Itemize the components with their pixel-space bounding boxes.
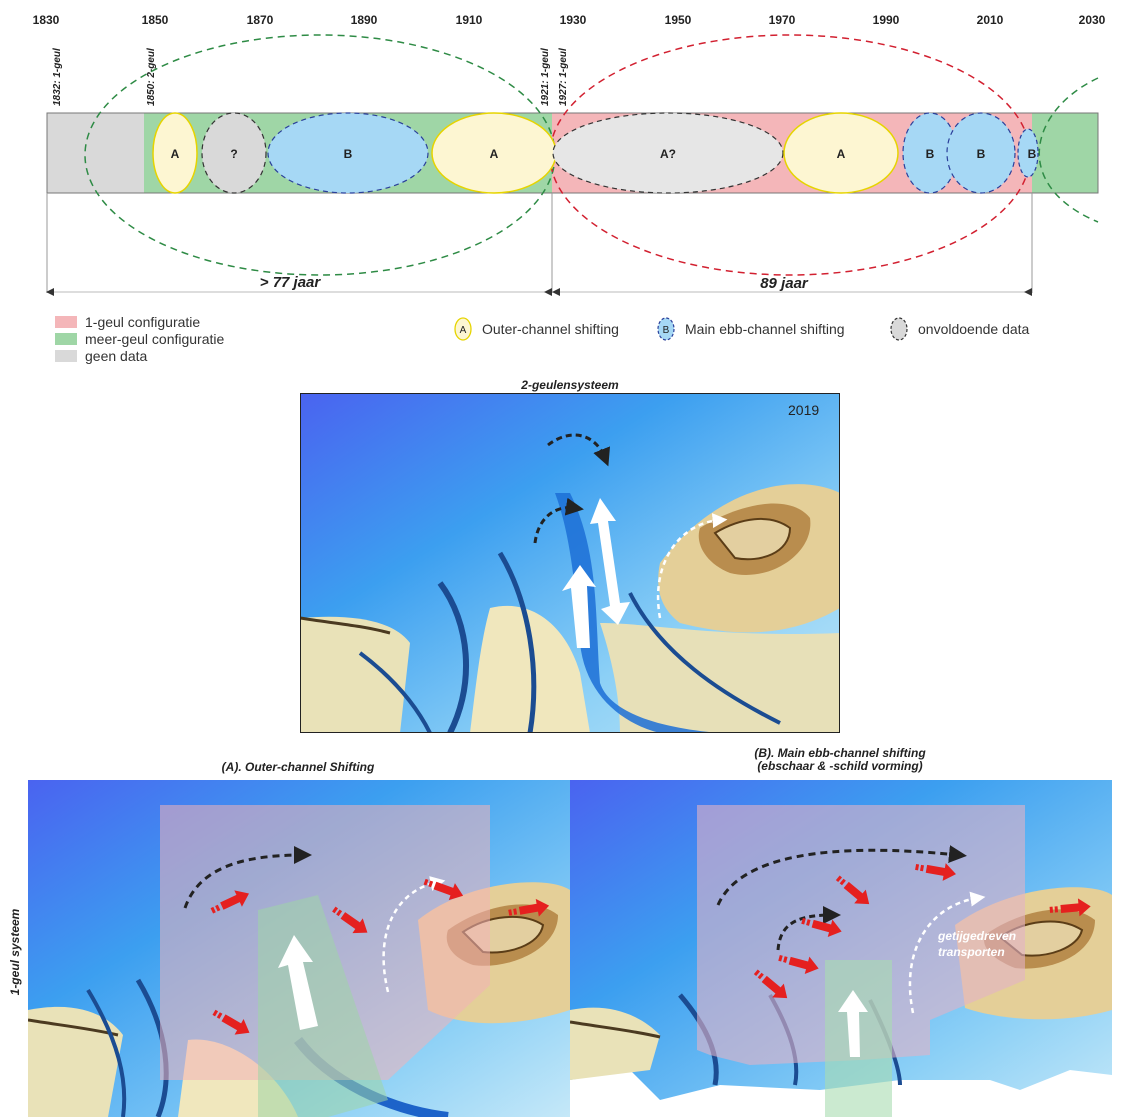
year-label: 1970 [769, 13, 796, 27]
timeline-diagram: 1830 1850 1870 1890 1910 1930 1950 1970 … [0, 0, 1121, 310]
year-label: 1930 [560, 13, 587, 27]
ellipse-label: B [1028, 147, 1037, 161]
legend-single-channel: 1-geul configuratie [55, 314, 200, 330]
year-label: 2010 [977, 13, 1004, 27]
ellipse-label: A [837, 147, 846, 161]
year-label: 1830 [33, 13, 60, 27]
legend-symbol: A [460, 325, 467, 336]
legend-label: onvoldoende data [918, 321, 1029, 337]
ellipse-label: A [171, 147, 180, 161]
two-channel-title: 2-geulensysteem [300, 378, 840, 392]
legend-swatch [55, 350, 77, 362]
span-label-left: > 77 jaar [260, 274, 322, 291]
legend-symbol: B [663, 325, 670, 336]
legend-insufficient: onvoldoende data [888, 316, 1029, 342]
year-label: 1910 [456, 13, 483, 27]
legend-label: geen data [85, 348, 147, 364]
panel-a-title: (A). Outer-channel Shifting [28, 760, 568, 774]
bar-no-data [47, 113, 144, 193]
ellipse-label: A? [660, 147, 676, 161]
side-label: 1-geul systeem [8, 907, 22, 997]
event-label-1927: 1927: 1-geul [558, 48, 569, 106]
legend-main-shift: B Main ebb-channel shifting [655, 316, 845, 342]
year-label: 1870 [247, 13, 274, 27]
panel-b-map: getijgedreven transporten [570, 780, 1112, 1117]
year-axis: 1830 1850 1870 1890 1910 1930 1950 1970 … [33, 13, 1106, 27]
span-label-right: 89 jaar [760, 275, 809, 292]
event-label-1832: 1832: 1-geul [52, 48, 63, 106]
year-label: 1950 [665, 13, 692, 27]
ellipse-label: A [490, 147, 499, 161]
year-label: 1990 [873, 13, 900, 27]
ellipse-label: B [344, 147, 353, 161]
transport-label-2: transporten [938, 945, 1005, 959]
legend-swatch [55, 316, 77, 328]
legend-no-data: geen data [55, 348, 147, 364]
year-label: 2030 [1079, 13, 1106, 27]
legend-label: Outer-channel shifting [482, 321, 619, 337]
ellipse-label: B [926, 147, 935, 161]
legend-main-icon: B [655, 316, 677, 342]
legend-label: meer-geul configuratie [85, 331, 224, 347]
legend-outer-icon: A [452, 316, 474, 342]
ellipse-label: ? [230, 147, 237, 161]
year-label: 1890 [351, 13, 378, 27]
event-label-1850: 1850: 2-geul [146, 48, 157, 106]
ellipse-label: B [977, 147, 986, 161]
legend-label: 1-geul configuratie [85, 314, 200, 330]
legend-multi-channel: meer-geul configuratie [55, 331, 224, 347]
year-label: 1850 [142, 13, 169, 27]
map-year: 2019 [788, 402, 819, 418]
panel-b-title-2: (ebschaar & -schild vorming) [570, 759, 1110, 773]
legend-swatch [55, 333, 77, 345]
transport-label-1: getijgedreven [937, 929, 1016, 943]
legend-outer-shift: A Outer-channel shifting [452, 316, 619, 342]
event-label-1921: 1921: 1-geul [540, 48, 551, 106]
panel-a-map [28, 780, 570, 1117]
two-channel-map [300, 393, 840, 733]
legend-insufficient-icon [888, 316, 910, 342]
panel-b-title-1: (B). Main ebb-channel shifting [570, 746, 1110, 760]
bar-multi-channel-2 [1032, 113, 1098, 193]
legend-label: Main ebb-channel shifting [685, 321, 845, 337]
